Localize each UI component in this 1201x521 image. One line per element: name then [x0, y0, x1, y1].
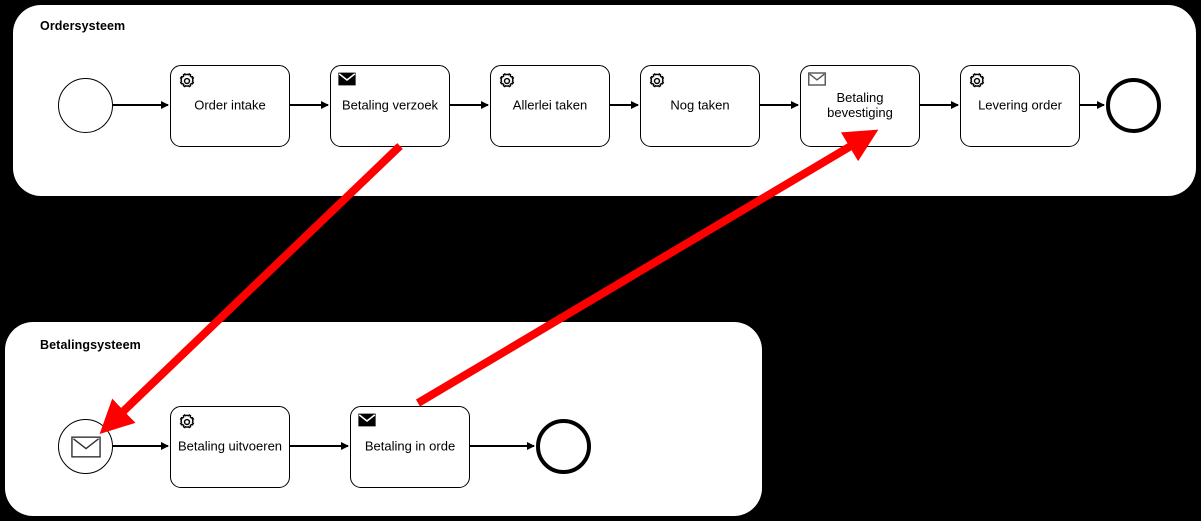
gear-icon: [648, 72, 666, 90]
task[interactable]: Betaling in orde: [350, 406, 470, 488]
task-label: Order intake: [194, 97, 266, 113]
sequence-flow: [113, 104, 168, 106]
envelope-filled-icon: [358, 413, 376, 431]
start-event[interactable]: [58, 78, 113, 133]
task[interactable]: Allerlei taken: [490, 65, 610, 147]
gear-icon: [968, 72, 986, 90]
sequence-flow: [450, 104, 488, 106]
envelope-icon: [70, 435, 101, 458]
sequence-flow: [290, 104, 328, 106]
end-event[interactable]: [536, 419, 591, 474]
task-label: Betaling verzoek: [341, 97, 439, 113]
gear-icon: [498, 72, 516, 90]
pool-label: Ordersysteem: [40, 19, 126, 33]
gear-icon: [178, 72, 196, 90]
sequence-flow: [470, 445, 534, 447]
envelope-filled-icon: [338, 72, 356, 90]
task-label: Betaling in orde: [364, 438, 456, 454]
task[interactable]: Betaling verzoek: [330, 65, 450, 147]
task[interactable]: Order intake: [170, 65, 290, 147]
end-event[interactable]: [1106, 78, 1161, 133]
task[interactable]: Levering order: [960, 65, 1080, 147]
message-start-event[interactable]: [58, 419, 113, 474]
task[interactable]: Nog taken: [640, 65, 760, 147]
sequence-flow: [290, 445, 348, 447]
envelope-outline-icon: [808, 72, 826, 90]
sequence-flow: [610, 104, 638, 106]
task-label: Allerlei taken: [512, 97, 588, 113]
pool-label: Betalingsysteem: [40, 338, 141, 352]
task-label: Nog taken: [670, 97, 730, 113]
task[interactable]: Betaling bevestiging: [800, 65, 920, 147]
task-label: Levering order: [978, 97, 1062, 113]
sequence-flow: [1080, 104, 1104, 106]
task-label: Betaling uitvoeren: [177, 438, 283, 454]
sequence-flow: [920, 104, 958, 106]
sequence-flow: [760, 104, 798, 106]
sequence-flow: [113, 445, 168, 447]
gear-icon: [178, 413, 196, 431]
task-label: Betaling bevestiging: [827, 90, 893, 120]
task[interactable]: Betaling uitvoeren: [170, 406, 290, 488]
